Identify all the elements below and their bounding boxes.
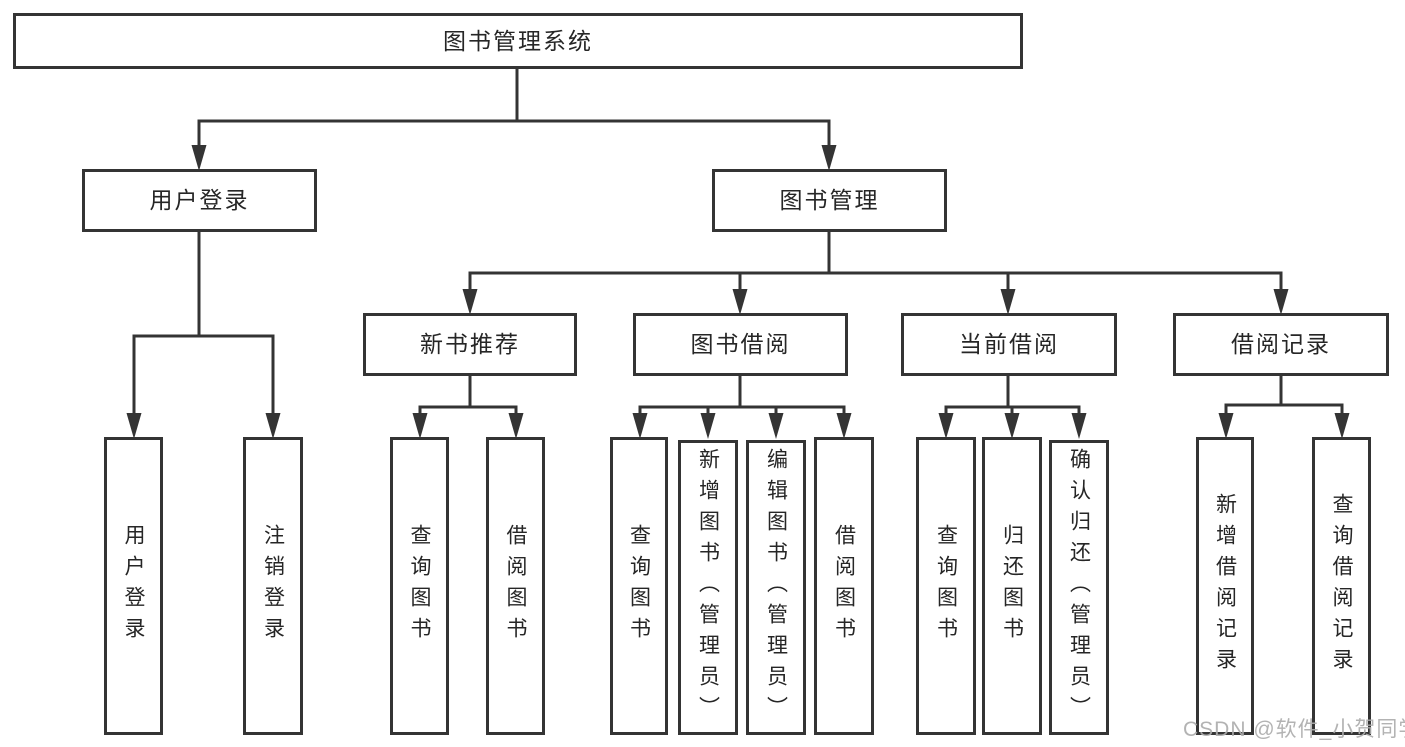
leaf-query-books-recommend: 查询图书 bbox=[390, 437, 449, 735]
node-book-management: 图书管理 bbox=[712, 169, 947, 232]
leaf-edit-books-admin: 编辑图书（管理员） bbox=[746, 440, 806, 735]
leaf-label: 注销登录 bbox=[261, 524, 285, 648]
leaf-return-books: 归还图书 bbox=[982, 437, 1042, 735]
node-user-login: 用户登录 bbox=[82, 169, 317, 232]
leaf-label: 归还图书 bbox=[1000, 524, 1024, 648]
leaf-add-books-admin: 新增图书（管理员） bbox=[678, 440, 738, 735]
branch-borrowing-records bbox=[1224, 376, 1344, 415]
leaf-query-borrow-record: 查询借阅记录 bbox=[1312, 437, 1371, 735]
leaf-label: 新增图书（管理员） bbox=[696, 448, 720, 727]
branch-new-book-recommend bbox=[418, 376, 518, 415]
watermark: CSDN @软件_小贺同学 bbox=[1183, 718, 1405, 741]
node-new-book-recommend: 新书推荐 bbox=[363, 313, 577, 376]
branch-book-management bbox=[468, 232, 1283, 291]
leaf-label: 用户登录 bbox=[122, 524, 145, 648]
branch-book-borrowing bbox=[638, 376, 846, 415]
branch-current-borrowing bbox=[944, 376, 1081, 415]
branch-root bbox=[197, 69, 831, 147]
leaf-label: 查询借阅记录 bbox=[1330, 493, 1353, 679]
node-current-borrowing: 当前借阅 bbox=[901, 313, 1117, 376]
branch-user-login bbox=[132, 232, 275, 415]
leaf-label: 查询图书 bbox=[627, 524, 651, 648]
leaf-logout: 注销登录 bbox=[243, 437, 303, 735]
leaf-label: 查询图书 bbox=[408, 524, 431, 648]
leaf-add-borrow-record: 新增借阅记录 bbox=[1196, 437, 1254, 735]
leaf-confirm-return-admin: 确认归还（管理员） bbox=[1049, 440, 1109, 735]
leaf-query-books-borrowing: 查询图书 bbox=[610, 437, 668, 735]
leaf-borrow-books-recommend: 借阅图书 bbox=[486, 437, 545, 735]
leaf-label: 编辑图书（管理员） bbox=[764, 448, 788, 727]
leaf-borrow-books: 借阅图书 bbox=[814, 437, 874, 735]
leaf-user-login: 用户登录 bbox=[104, 437, 163, 735]
leaf-query-books-current: 查询图书 bbox=[916, 437, 976, 735]
root-node: 图书管理系统 bbox=[13, 13, 1023, 69]
leaf-label: 查询图书 bbox=[934, 524, 958, 648]
node-borrowing-records: 借阅记录 bbox=[1173, 313, 1389, 376]
node-book-borrowing: 图书借阅 bbox=[633, 313, 848, 376]
leaf-label: 借阅图书 bbox=[832, 524, 856, 648]
leaf-label: 新增借阅记录 bbox=[1213, 493, 1237, 679]
leaf-label: 借阅图书 bbox=[504, 524, 527, 648]
leaf-label: 确认归还（管理员） bbox=[1067, 448, 1091, 727]
